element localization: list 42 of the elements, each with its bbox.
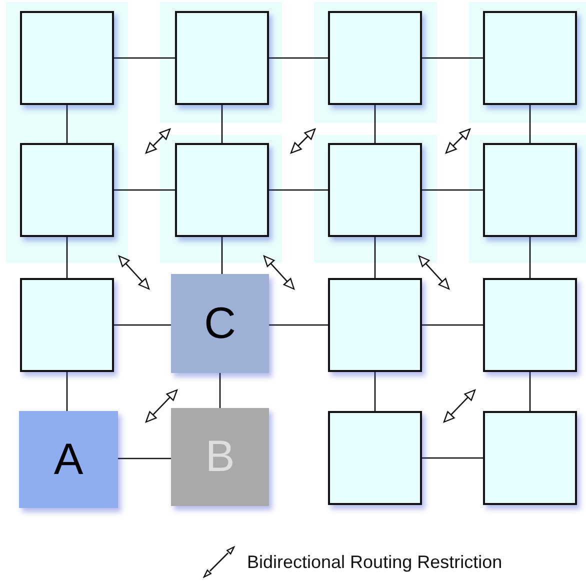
router-square (328, 11, 422, 105)
router-square (175, 11, 269, 105)
link-line (114, 57, 175, 59)
link-line (118, 458, 171, 460)
link-line (221, 105, 223, 143)
router-square (483, 278, 577, 372)
link-line (269, 57, 328, 59)
link-line (66, 105, 68, 143)
link-line (422, 189, 483, 191)
link-line (374, 372, 376, 411)
link-line (529, 237, 531, 278)
link-line (422, 457, 483, 459)
router-square (483, 143, 577, 237)
router-square (175, 143, 269, 237)
link-line (114, 189, 175, 191)
router-square (328, 278, 422, 372)
link-line (221, 237, 223, 274)
link-line (529, 105, 531, 143)
link-line (66, 237, 68, 278)
link-line (219, 373, 221, 408)
link-line (114, 324, 171, 326)
router-square (328, 411, 422, 505)
router-square (20, 278, 114, 372)
link-line (269, 189, 328, 191)
link-line (374, 237, 376, 278)
legend-label: Bidirectional Routing Restriction (247, 550, 502, 574)
node-letter: A (54, 438, 84, 482)
link-line (269, 324, 328, 326)
router-square (483, 411, 577, 505)
link-line (529, 372, 531, 411)
link-line (374, 105, 376, 143)
link-line (66, 372, 68, 411)
router-square (20, 143, 114, 237)
router-square (328, 143, 422, 237)
link-line (422, 57, 483, 59)
labeled-square (171, 274, 269, 373)
router-square (483, 11, 577, 105)
router-square (20, 11, 114, 105)
labeled-square (171, 408, 269, 506)
link-line (422, 324, 483, 326)
node-letter: C (204, 302, 236, 346)
labeled-square (19, 411, 118, 508)
